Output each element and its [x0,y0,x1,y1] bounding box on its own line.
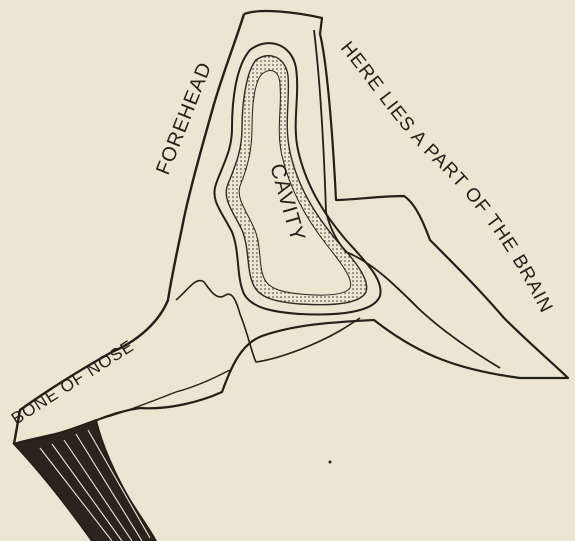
forehead-label: FOREHEAD [152,59,216,178]
dot-mark [329,461,332,464]
nose-bone-label: BONE OF NOSE [8,336,137,428]
brain-note-label: HERE LIES A PART OF THE BRAIN [336,38,557,317]
